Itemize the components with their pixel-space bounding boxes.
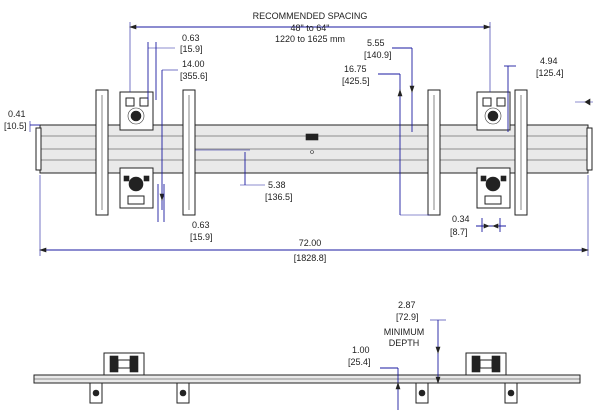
right-vertical-arm-outer	[514, 89, 528, 216]
dim-287-in: 2.87	[398, 300, 416, 310]
top-view-left-head	[103, 352, 145, 376]
top-view-right-head	[465, 352, 507, 376]
dim-494-mm: [125.4]	[536, 68, 564, 78]
spacing-title: RECOMMENDED SPACING	[253, 11, 368, 21]
left-bottom-bracket	[119, 167, 154, 209]
dim-538-mm: [136.5]	[265, 192, 293, 202]
dim-1400-mm: [355.6]	[180, 71, 208, 81]
horizontal-rail	[35, 124, 593, 174]
left-vertical-arm-inner	[182, 89, 196, 216]
dim-100-mm: [25.4]	[348, 357, 371, 367]
left-vertical-arm-outer	[95, 89, 109, 216]
dim-1400-in: 14.00	[182, 59, 205, 69]
dim-034-mm: [8.7]	[450, 227, 468, 237]
dim-555-in: 5.55	[367, 38, 385, 48]
dim-100-in: 1.00	[352, 345, 370, 355]
dim-063-top-in: 0.63	[182, 33, 200, 43]
top-view-arms	[89, 382, 518, 404]
top-view-dimension-labels: 2.87 [72.9] MINIMUM DEPTH 1.00 [25.4]	[348, 300, 424, 367]
right-bottom-bracket	[476, 167, 511, 209]
dim-538-in: 5.38	[268, 180, 286, 190]
top-view-dimension-lines	[380, 319, 446, 410]
dimension-labels: RECOMMENDED SPACING 48" to 64" 1220 to 1…	[4, 11, 564, 263]
min-depth-line2: DEPTH	[389, 338, 420, 348]
dim-555-mm: [140.9]	[364, 50, 392, 60]
dim-063-bottom-in: 0.63	[192, 220, 210, 230]
dim-063-bottom-mm: [15.9]	[190, 232, 213, 242]
right-vertical-arm-inner	[427, 89, 441, 216]
top-view: 2.87 [72.9] MINIMUM DEPTH 1.00 [25.4]	[33, 300, 581, 410]
min-depth-line1: MINIMUM	[384, 327, 425, 337]
front-view: RECOMMENDED SPACING 48" to 64" 1220 to 1…	[4, 11, 593, 263]
dim-287-mm: [72.9]	[396, 312, 419, 322]
left-top-bracket	[119, 91, 154, 131]
dim-7200-mm: [1828.8]	[294, 253, 327, 263]
dim-1675-mm: [425.5]	[342, 76, 370, 86]
dim-7200-in: 72.00	[299, 238, 322, 248]
dim-041-mm: [10.5]	[4, 121, 27, 131]
dim-034-in: 0.34	[452, 214, 470, 224]
dim-1675-in: 16.75	[344, 64, 367, 74]
dim-063-top-mm: [15.9]	[180, 44, 203, 54]
spacing-mm: 1220 to 1625 mm	[275, 34, 345, 44]
dimension-lines	[29, 22, 593, 256]
right-top-bracket	[476, 91, 511, 131]
dim-494-in: 4.94	[540, 56, 558, 66]
dim-041-in: 0.41	[8, 109, 26, 119]
spacing-inches: 48" to 64"	[291, 23, 330, 33]
center-label-plate	[305, 133, 319, 141]
